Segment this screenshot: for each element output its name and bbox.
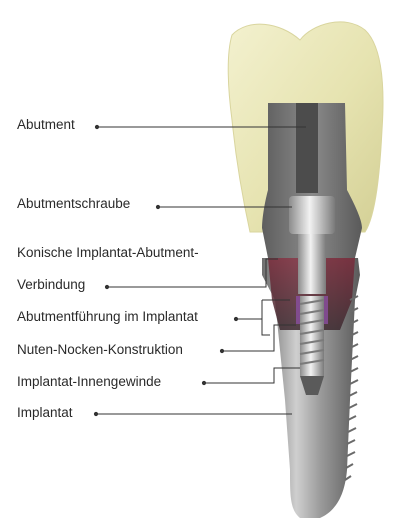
label-groove-cam: Nuten-Nocken-Konstruktion: [17, 342, 183, 358]
label-implant: Implantat: [17, 405, 73, 421]
label-abutment-guide: Abutmentführung im Implantat: [17, 309, 198, 325]
label-conical-connection-line1: Konische Implantat-Abutment-: [17, 245, 199, 261]
label-abutment: Abutment: [17, 117, 75, 133]
label-conical-connection-line2: Verbindung: [17, 277, 85, 293]
label-internal-thread: Implantat-Innengewinde: [17, 374, 161, 390]
label-abutment-screw: Abutmentschraube: [17, 196, 130, 212]
